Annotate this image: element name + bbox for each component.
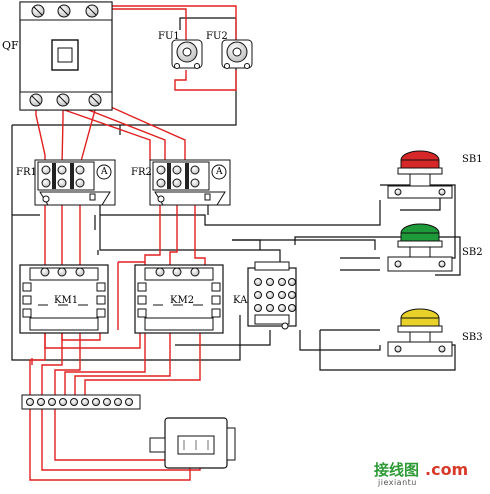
pushbutton-sb3: [387, 308, 453, 357]
thermal-relay-fr1: [34, 159, 116, 206]
contactor-km2: [134, 264, 224, 334]
label-km1: KM1: [54, 295, 79, 306]
terminal-block: [21, 394, 141, 410]
label-sb1: SB1: [462, 154, 483, 165]
label-ka: KA: [233, 295, 248, 306]
label-km2: KM2: [170, 295, 195, 306]
watermark-text: 接线图: [374, 461, 420, 479]
watermark-com: .com: [425, 460, 469, 479]
pushbutton-sb2: [387, 223, 453, 272]
label-fu1: FU1: [158, 31, 180, 42]
ammeter-fr2-label: A: [216, 167, 223, 177]
qf-breaker: [19, 1, 113, 111]
fuse-fu2: [221, 39, 253, 69]
label-fu2: FU2: [206, 31, 228, 42]
label-qf: QF: [2, 39, 19, 52]
contactor-km1: [19, 264, 109, 334]
fuse-fu1: [171, 39, 203, 69]
thermal-relay-fr2: [149, 159, 231, 206]
relay-ka: [247, 261, 297, 330]
label-sb3: SB3: [462, 332, 483, 343]
pushbutton-sb1: [387, 150, 453, 199]
label-sb2: SB2: [462, 247, 483, 258]
label-fr2: FR2: [131, 167, 152, 178]
ammeter-fr1-label: A: [101, 167, 108, 177]
motor: [149, 417, 236, 469]
label-fr1: FR1: [16, 167, 37, 178]
watermark-url: jiexiantu: [378, 478, 417, 487]
